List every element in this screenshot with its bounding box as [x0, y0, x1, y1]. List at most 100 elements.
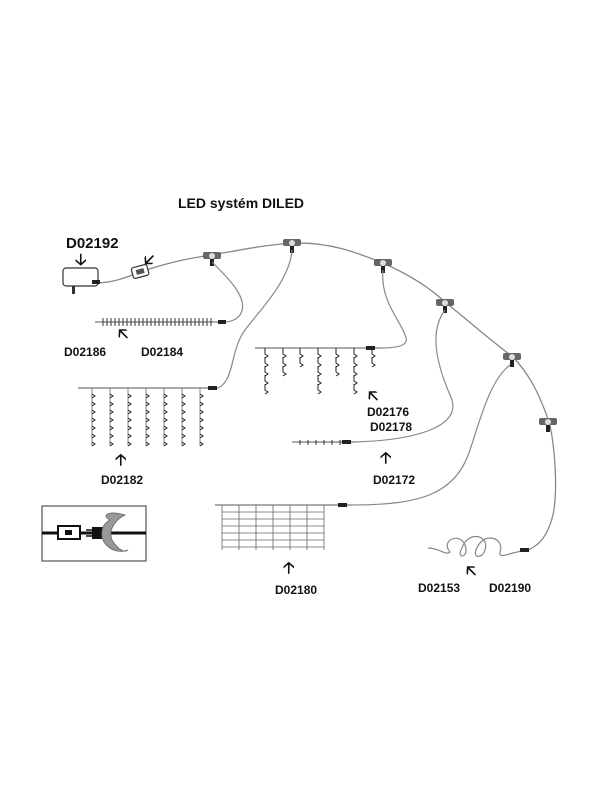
- arrow-down-icon: 🡣: [75, 250, 87, 269]
- label-net: D02180: [275, 583, 318, 597]
- led-bulb: [163, 433, 168, 439]
- led-bulb: [163, 401, 168, 407]
- led-bulb: [109, 417, 114, 423]
- led-bulb: [91, 441, 96, 447]
- led-bulb: [163, 393, 168, 399]
- t-connector-icon: [539, 418, 557, 432]
- led-bulb: [181, 393, 186, 399]
- t-connector-icon: [436, 299, 454, 313]
- label-icicle-a: D02176: [367, 405, 410, 419]
- led-bulb: [91, 409, 96, 415]
- net-strip-light: [95, 318, 226, 326]
- led-bulb: [127, 417, 132, 423]
- led-bulb: [127, 401, 132, 407]
- label-extension-b: D02190: [489, 581, 532, 595]
- branch-cable-4: [354, 309, 454, 443]
- led-bulb: [199, 425, 204, 431]
- icicle-led: [282, 348, 287, 359]
- branch-cable-2: [217, 249, 293, 389]
- t-connector-hub: [545, 419, 551, 425]
- led-bulb: [163, 425, 168, 431]
- t-connector-hub: [289, 240, 295, 246]
- t-connector-icon: [374, 259, 392, 273]
- t-connector-plug: [443, 306, 447, 313]
- label-extension-a: D02153: [418, 581, 461, 595]
- t-connector-hub: [509, 354, 515, 360]
- branch-cable-3: [379, 269, 407, 349]
- arrow-up-icon: 🡡: [283, 558, 295, 577]
- icicle-led: [353, 357, 358, 368]
- icicle-led: [264, 366, 269, 377]
- led-bulb: [91, 401, 96, 407]
- icicle-led: [371, 357, 376, 368]
- led-bulb: [145, 425, 150, 431]
- label-net-strip-a: D02186: [64, 345, 107, 359]
- icicle-led: [264, 384, 269, 395]
- led-bulb: [199, 401, 204, 407]
- icicle-led: [353, 348, 358, 359]
- led-bulb: [163, 441, 168, 447]
- led-bulb: [199, 393, 204, 399]
- led-bulb: [181, 433, 186, 439]
- led-bulb: [163, 417, 168, 423]
- curtain-light: [78, 386, 218, 447]
- led-bulb: [91, 393, 96, 399]
- led-bulb: [163, 409, 168, 415]
- t-connector-hub: [380, 260, 386, 266]
- led-bulb: [181, 441, 186, 447]
- led-bulb: [181, 417, 186, 423]
- icicle-led: [317, 366, 322, 377]
- icicle-led: [299, 348, 304, 359]
- led-bulb: [91, 433, 96, 439]
- icicle-led: [371, 348, 376, 359]
- icicle-light: [255, 346, 380, 395]
- arrow-down-left-icon: 🡧: [144, 250, 155, 269]
- led-bulb: [127, 393, 132, 399]
- branch-cable-1: [211, 261, 244, 323]
- led-bulb: [199, 417, 204, 423]
- led-bulb: [109, 433, 114, 439]
- icicle-led: [264, 348, 269, 359]
- led-bulb: [199, 441, 204, 447]
- t-connector-plug: [546, 425, 550, 432]
- led-bulb: [181, 401, 186, 407]
- t-connector-plug: [381, 266, 385, 273]
- led-bulb: [127, 409, 132, 415]
- icicle-led: [317, 348, 322, 359]
- led-bulb: [145, 401, 150, 407]
- led-bulb: [127, 441, 132, 447]
- diagram-title: LED systém DILED: [178, 195, 305, 211]
- led-bulb: [181, 425, 186, 431]
- arrow-up-left-icon: 🡤: [466, 561, 477, 580]
- t-connector-plug: [290, 246, 294, 253]
- led-bulb: [91, 425, 96, 431]
- icicle-led: [335, 357, 340, 368]
- string-light: [292, 440, 355, 445]
- controller-icon: [130, 263, 150, 280]
- t-connector-hub: [209, 253, 215, 259]
- net-light: [215, 503, 350, 550]
- led-bulb: [181, 409, 186, 415]
- led-bulb: [145, 409, 150, 415]
- t-connector-plug: [510, 360, 514, 367]
- label-power-adapter: D02192: [66, 235, 119, 252]
- icicle-led: [317, 384, 322, 395]
- led-bulb: [145, 441, 150, 447]
- t-connector-hub: [442, 300, 448, 306]
- led-bulb: [109, 401, 114, 407]
- led-bulb: [109, 393, 114, 399]
- t-connector-icon: [503, 353, 521, 367]
- arrow-up-icon: 🡡: [380, 448, 392, 467]
- icicle-led: [282, 366, 287, 377]
- connector-inset: [41, 505, 147, 562]
- led-bulb: [199, 433, 204, 439]
- led-bulb: [127, 425, 132, 431]
- t-connector-icon: [283, 239, 301, 253]
- icicle-led: [317, 375, 322, 386]
- icicle-led: [299, 357, 304, 368]
- led-bulb: [145, 393, 150, 399]
- label-string: D02172: [373, 473, 416, 487]
- led-bulb: [127, 433, 132, 439]
- label-icicle-b: D02178: [370, 420, 413, 434]
